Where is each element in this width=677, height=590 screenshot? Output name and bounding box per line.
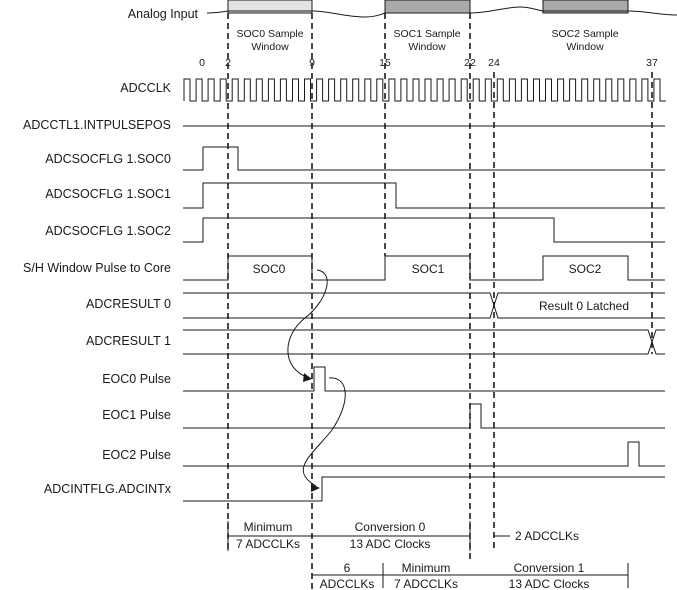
eoc0-wave — [183, 366, 665, 392]
window-label-1-line2: Window — [408, 41, 446, 53]
label-socflg-soc1: ADCSOCFLG 1.SOC1 — [45, 187, 171, 201]
meas-m4-line1: 6 — [344, 561, 351, 575]
window-label-2-line2: Window — [566, 41, 604, 53]
sample-window-labels: SOC0 Sample Window SOC1 Sample Window SO… — [236, 28, 618, 53]
tick-label-37: 37 — [646, 57, 658, 69]
tick-label-0: 0 — [199, 57, 205, 69]
socflg-soc1-wave — [183, 182, 665, 209]
sample-window-box-2 — [542, 0, 629, 14]
arrow-sh-to-eoc0 — [287, 269, 328, 379]
causal-arrows — [287, 269, 346, 492]
meas-m4-line2: ADCCLKs — [320, 577, 375, 590]
sh-pulse-label-soc2: SOC2 — [569, 262, 602, 276]
signal-labels: Analog Input ADCCLK ADCCTL1.INTPULSEPOS … — [23, 7, 199, 496]
tick-label-24: 24 — [488, 57, 500, 69]
meas-m5-line2: 7 ADCCLKs — [394, 577, 458, 590]
analog-input-curve — [206, 6, 677, 18]
arrow-head-intflg — [311, 484, 320, 492]
result0-latched-label: Result 0 Latched — [539, 299, 629, 313]
adcintflg-wave — [183, 476, 665, 502]
label-eoc1: EOC1 Pulse — [102, 408, 171, 422]
label-adcresult1: ADCRESULT 1 — [86, 334, 171, 348]
meas-m2-line2: 13 ADC Clocks — [350, 537, 431, 551]
meas-m1-line2: 7 ADCCLKs — [236, 537, 300, 551]
sample-window-box-1 — [384, 0, 471, 14]
socflg-soc0-wave — [183, 146, 665, 171]
clock-tick-labels: 0 2 9 15 22 24 37 — [199, 57, 658, 69]
label-adcclk: ADCCLK — [120, 81, 171, 95]
measurements: Minimum 7 ADCCLKs Conversion 0 13 ADC Cl… — [227, 520, 629, 590]
label-socflg-soc0: ADCSOCFLG 1.SOC0 — [45, 152, 171, 166]
meas-m5-line1: Minimum — [402, 561, 451, 575]
label-eoc0: EOC0 Pulse — [102, 372, 171, 386]
eoc1-wave — [183, 403, 665, 429]
label-analog-input: Analog Input — [128, 7, 199, 21]
meas-m3-line1: 2 ADCCLKs — [515, 529, 579, 543]
adcclk-wave — [183, 78, 666, 102]
reference-lines — [227, 13, 653, 590]
window-label-0-line2: Window — [251, 41, 289, 53]
label-adcintflg: ADCINTFLG.ADCINTx — [44, 482, 172, 496]
label-socflg-soc2: ADCSOCFLG 1.SOC2 — [45, 224, 171, 238]
meas-m1-line1: Minimum — [244, 520, 293, 534]
meas-m2-line1: Conversion 0 — [355, 520, 426, 534]
sh-pulse-label-soc0: SOC0 — [253, 262, 286, 276]
sh-window-wave — [183, 255, 665, 281]
arrow-eoc0-to-intflg — [302, 377, 346, 487]
analog-input-wave — [206, 0, 677, 18]
sample-window-box-0 — [227, 0, 313, 14]
sh-pulse-label-soc1: SOC1 — [412, 262, 445, 276]
eoc2-wave — [183, 441, 665, 467]
window-label-2-line1: SOC2 Sample — [551, 28, 618, 40]
window-label-0-line1: SOC0 Sample — [236, 28, 303, 40]
meas-m6-line2: 13 ADC Clocks — [509, 577, 590, 590]
meas-m6-line1: Conversion 1 — [514, 561, 585, 575]
label-eoc2: EOC2 Pulse — [102, 448, 171, 462]
socflg-soc2-wave — [183, 217, 665, 243]
label-adcresult0: ADCRESULT 0 — [86, 297, 171, 311]
label-sh-window: S/H Window Pulse to Core — [23, 261, 171, 275]
adcresult1-bus — [183, 329, 665, 355]
arrow-head-eoc0 — [303, 373, 312, 382]
label-intpulsepos: ADCCTL1.INTPULSEPOS — [23, 118, 171, 132]
window-label-1-line1: SOC1 Sample — [393, 28, 460, 40]
